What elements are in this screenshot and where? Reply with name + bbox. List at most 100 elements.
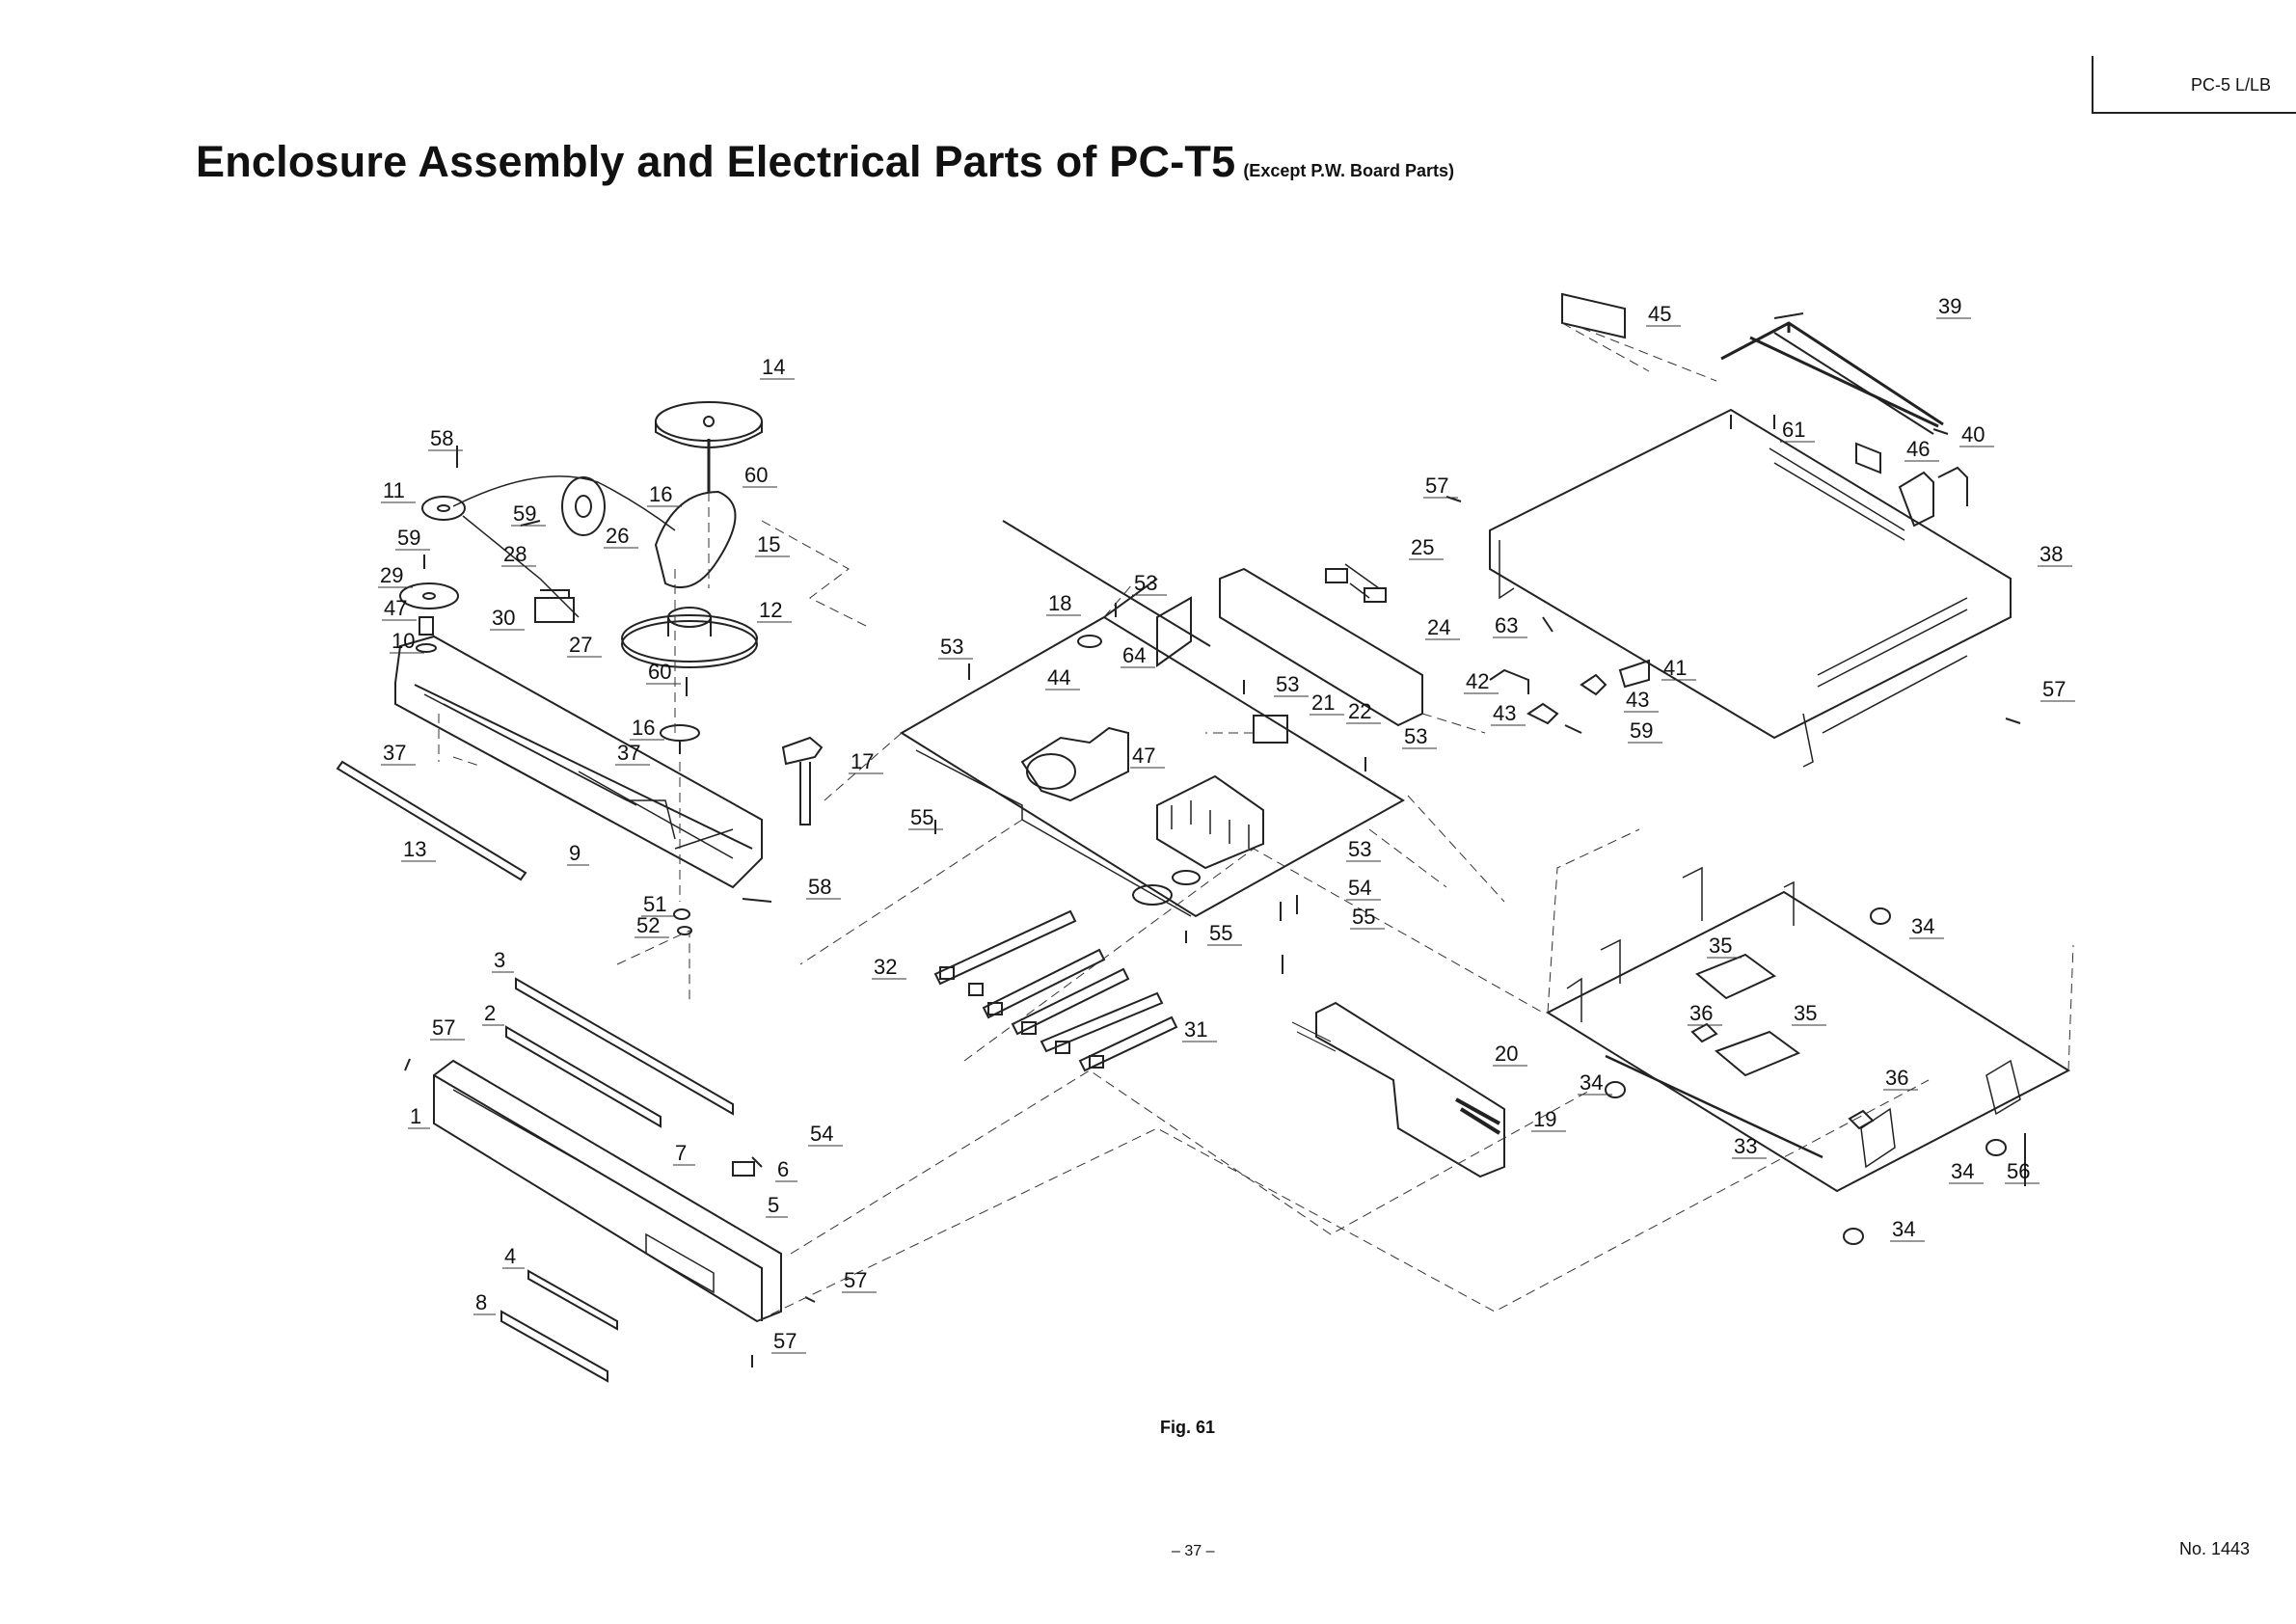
callout-number: 34 — [1951, 1159, 1974, 1183]
callout-53: 53 — [1132, 571, 1167, 596]
callout-number: 27 — [569, 633, 592, 657]
callout-number: 64 — [1122, 643, 1146, 667]
insulator-35 — [1695, 953, 1776, 1000]
callout-number: 11 — [383, 478, 405, 502]
front-cabinet — [433, 1059, 782, 1323]
pulley — [421, 496, 466, 521]
bar-antenna — [1315, 1001, 1505, 1178]
callout-35: 35 — [1707, 934, 1742, 959]
callout-number: 32 — [874, 955, 897, 979]
callout-35: 35 — [1792, 1001, 1826, 1026]
bracket-17 — [781, 736, 824, 826]
callout-number: 52 — [636, 913, 660, 937]
callout-55: 55 — [1350, 905, 1385, 930]
plate-3 — [515, 977, 734, 1116]
page-number: – 37 – — [1172, 1543, 1215, 1559]
callout-number: 51 — [643, 892, 666, 916]
callout-16: 16 — [630, 716, 664, 741]
callout-13: 13 — [401, 837, 436, 862]
callout-number: 28 — [503, 542, 527, 566]
callout-31: 31 — [1182, 1017, 1217, 1042]
part-8 — [500, 1310, 608, 1383]
figure-caption: Fig. 61 — [1160, 1418, 1216, 1437]
callout-number: 13 — [403, 837, 426, 861]
callout-26: 26 — [604, 524, 638, 549]
tape-mechanism-assembly — [336, 401, 824, 935]
callout-51: 51 — [641, 892, 676, 917]
turntable — [655, 401, 763, 442]
callout-57: 57 — [842, 1268, 877, 1293]
callout-number: 2 — [484, 1001, 496, 1025]
callout-34: 34 — [1949, 1159, 1984, 1184]
callout-59: 59 — [395, 526, 430, 551]
callout-number: 35 — [1794, 1001, 1817, 1025]
callout-42: 42 — [1464, 669, 1499, 694]
page-title: Enclosure Assembly and Electrical Parts … — [196, 137, 1454, 187]
callout-55: 55 — [908, 805, 943, 830]
callout-number: 47 — [384, 596, 407, 620]
callout-number: 5 — [768, 1193, 779, 1217]
callout-55: 55 — [1207, 921, 1242, 946]
callout-45: 45 — [1646, 302, 1681, 327]
callout-number: 34 — [1911, 914, 1934, 938]
callout-37: 37 — [381, 741, 416, 766]
callout-3: 3 — [492, 948, 514, 973]
callout-number: 16 — [632, 716, 655, 740]
callout-number: 22 — [1348, 699, 1371, 723]
insulator-35b — [1715, 1030, 1801, 1077]
callout-14: 14 — [760, 355, 795, 380]
callout-25: 25 — [1409, 535, 1444, 560]
model-tab: PC-5 L/LB — [2092, 56, 2296, 114]
callout-number: 16 — [649, 482, 672, 506]
callout-number: 46 — [1906, 437, 1930, 461]
callout-number: 59 — [397, 526, 420, 550]
callout-number: 3 — [494, 948, 505, 972]
push-switch-block — [1156, 774, 1264, 870]
callout-number: 26 — [606, 524, 629, 548]
rear-cabinet-assembly — [1489, 292, 2012, 768]
callout-number: 36 — [1885, 1066, 1908, 1090]
part-4 — [527, 1269, 618, 1331]
clamp-43 — [1526, 673, 1607, 725]
callout-43: 43 — [1491, 701, 1526, 726]
callout-64: 64 — [1121, 643, 1155, 668]
callout-43: 43 — [1624, 688, 1659, 713]
callout-16: 16 — [647, 482, 682, 507]
callout-53: 53 — [938, 635, 973, 660]
callout-number: 55 — [1352, 905, 1375, 929]
callout-59: 59 — [511, 501, 546, 527]
callout-22: 22 — [1346, 699, 1381, 724]
callout-15: 15 — [755, 532, 790, 557]
callout-28: 28 — [501, 542, 536, 567]
callout-number: 36 — [1689, 1001, 1713, 1025]
callout-number: 24 — [1427, 615, 1450, 639]
callout-27: 27 — [567, 633, 602, 658]
callout-number: 15 — [757, 532, 780, 556]
callout-53: 53 — [1274, 672, 1309, 697]
callout-number: 41 — [1663, 656, 1687, 680]
callout-61: 61 — [1780, 418, 1815, 443]
callout-12: 12 — [757, 598, 792, 623]
callout-number: 58 — [430, 426, 453, 450]
callout-52: 52 — [635, 913, 669, 938]
callout-number: 6 — [777, 1157, 789, 1181]
callout-number: 9 — [569, 841, 581, 865]
callout-number: 8 — [475, 1290, 487, 1314]
callout-38: 38 — [2038, 542, 2072, 567]
bottom-chassis-assembly — [1291, 866, 2071, 1245]
callout-58: 58 — [806, 875, 841, 900]
callout-53: 53 — [1346, 837, 1381, 862]
callout-40: 40 — [1959, 422, 1994, 447]
callout-46: 46 — [1904, 437, 1939, 462]
callout-number: 37 — [383, 741, 406, 765]
callout-54: 54 — [1346, 876, 1381, 901]
callout-56: 56 — [2005, 1159, 2039, 1184]
model-number: PC-5 L/LB — [2190, 75, 2271, 95]
callout-number: 12 — [759, 598, 782, 622]
callout-number: 31 — [1184, 1017, 1207, 1042]
telescopic-antenna — [1720, 321, 1944, 428]
callout-number: 34 — [1580, 1070, 1603, 1095]
callout-19: 19 — [1531, 1107, 1566, 1132]
